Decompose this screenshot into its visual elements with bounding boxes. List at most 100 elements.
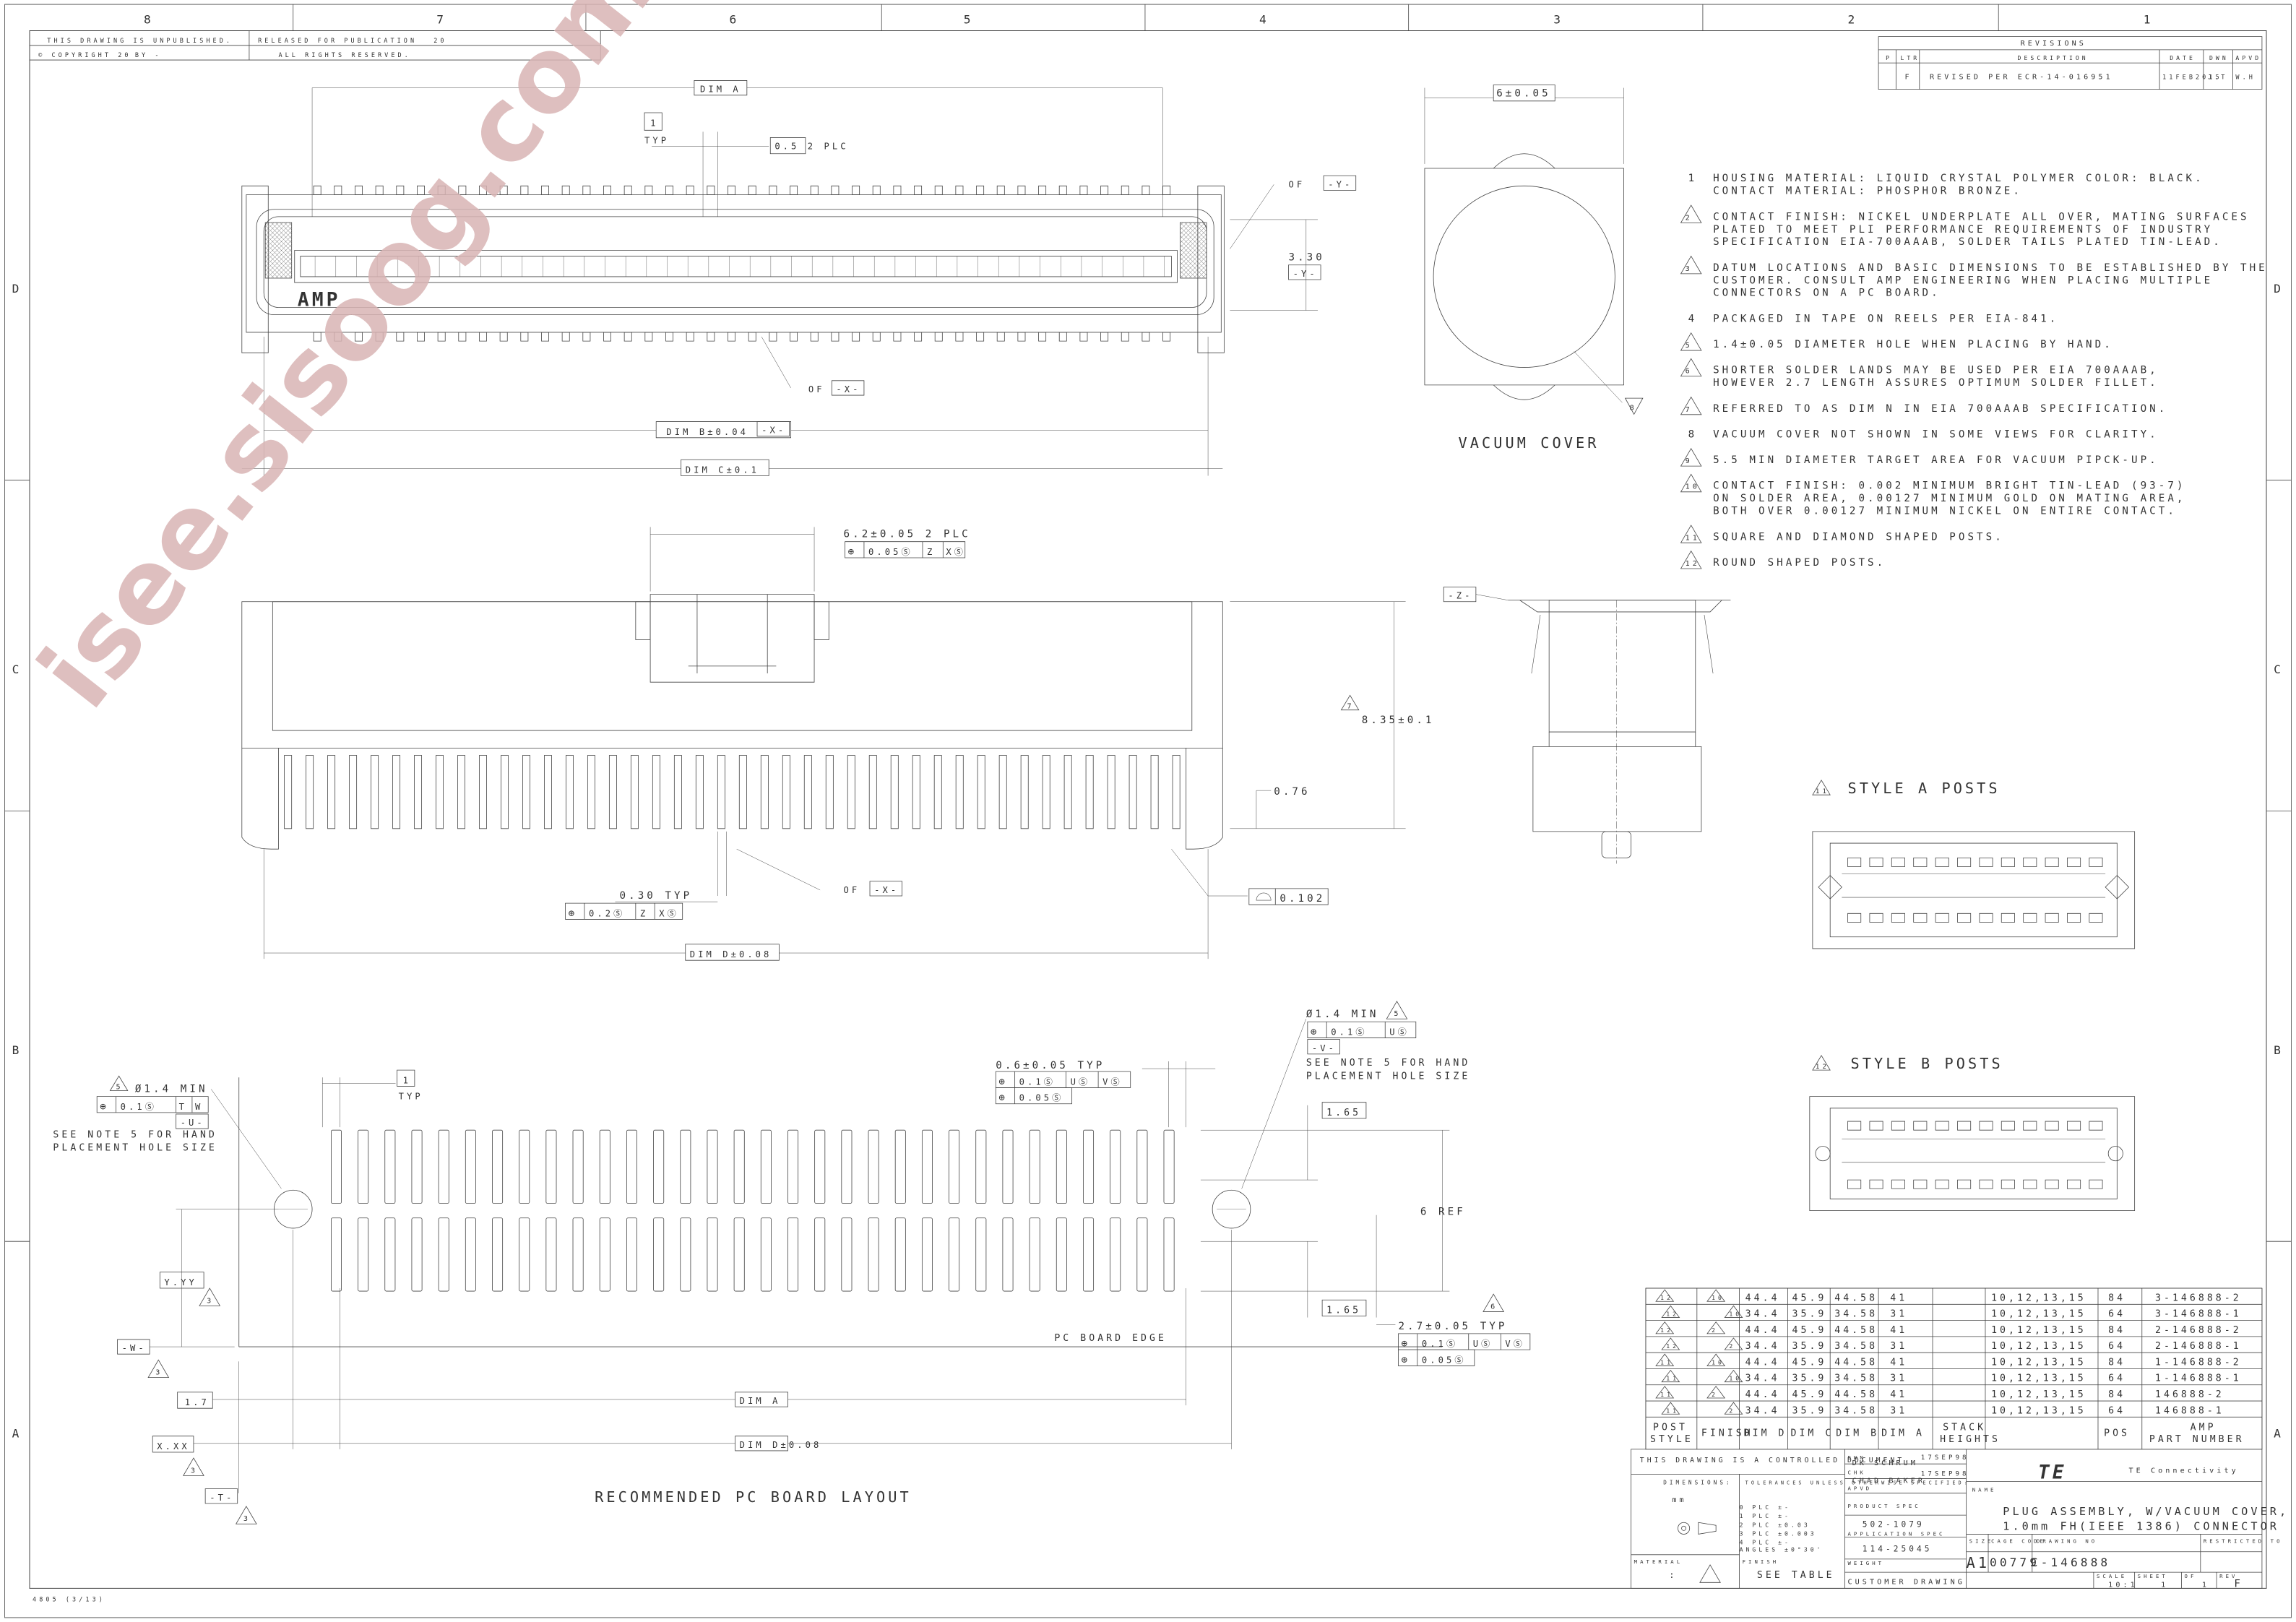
solder-pad [1110, 1130, 1121, 1203]
contact-tab [438, 332, 445, 341]
contact-tab [624, 332, 631, 341]
revisions-block: REVISIONS P LTR DESCRIPTION DATE DWN APV… [1878, 37, 2262, 90]
solder-pad [922, 1130, 932, 1203]
fcf-datum: T [179, 1102, 187, 1112]
finish-num: 2 [1729, 1407, 1735, 1414]
solder-tail [826, 756, 833, 829]
solder-pad [1137, 1130, 1147, 1203]
contact-tab [1142, 186, 1149, 194]
by-text: BY - [135, 52, 162, 59]
pos-cell: 64 [2108, 1405, 2125, 1416]
rev-header: APVD [2235, 54, 2261, 61]
centerline-x-of: OF [808, 384, 825, 394]
material-label: MATERIAL [1634, 1558, 1683, 1565]
fcf-datum: UⓈ [1473, 1339, 1493, 1349]
contact-tab [686, 332, 694, 341]
note-number: 5 [1686, 342, 1693, 350]
contact-tab [728, 332, 735, 341]
note-number: 11 [1686, 534, 1700, 542]
solder-tail [956, 756, 963, 829]
fcf-tol: 0.1Ⓢ [1422, 1339, 1458, 1349]
fcf-symbol: ⊕ [1402, 1338, 1411, 1350]
pcb-edge-label: PC BOARD EDGE [1054, 1333, 1167, 1344]
post-contact [1848, 858, 1861, 866]
solder-pad [976, 1218, 986, 1291]
finish-flag [1725, 1370, 1742, 1381]
zone-label: 6 [730, 12, 740, 26]
post-contact [1870, 1121, 1883, 1130]
fcf-pad-length: ⊕ 0.1Ⓢ UⓈ VⓈ ⊕ 0.05Ⓢ [1398, 1334, 1529, 1366]
fcf-symbol: ⊕ [569, 907, 578, 919]
post-contact [1848, 1121, 1861, 1130]
post-contact [1891, 1121, 1904, 1130]
contact-tab [645, 186, 652, 194]
pos-cell: 84 [2108, 1389, 2125, 1400]
fcf-post-position: ⊕ 0.05Ⓢ Z XⓈ [845, 542, 966, 558]
solder-pad [573, 1130, 583, 1203]
zone-label: D [2274, 282, 2284, 296]
style-a-posts: 11 STYLE A POSTS [1813, 780, 2135, 949]
note-line: SHORTER SOLDER LANDS MAY BE USED PER EIA… [1713, 365, 2159, 376]
year-text: 20 [433, 38, 446, 45]
post-contact [1914, 1180, 1927, 1189]
solder-tail [306, 756, 314, 829]
solder-tail [566, 756, 573, 829]
style-a-flag: 11 [1816, 788, 1829, 795]
note-line: CUSTOMER. CONSULT AMP ENGINEERING WHEN P… [1713, 275, 2213, 286]
fcf-datum: XⓈ [659, 908, 679, 918]
part-number-cell: 146888-2 [2155, 1389, 2224, 1400]
part-number-cell: 2-146888-2 [2155, 1325, 2242, 1336]
post-contact [1848, 913, 1861, 922]
dim-a-cell: 31 [1890, 1373, 1907, 1384]
side-view: -Z- [1443, 587, 1730, 863]
dwn-name: DK SCHRUM [1852, 1459, 1918, 1467]
pos-cell: 64 [2108, 1341, 2125, 1352]
post-contact [1914, 913, 1927, 922]
post-style-num: 12 [1666, 1311, 1679, 1318]
apvd-label: APVD [1848, 1485, 1873, 1492]
pos-cell: 84 [2108, 1293, 2125, 1303]
of-label: OF [2185, 1573, 2197, 1579]
solder-pad [412, 1218, 422, 1291]
post-style-flag [1656, 1354, 1673, 1366]
post-style-num: 12 [1660, 1326, 1673, 1334]
copyright-block: THIS DRAWING IS UNPUBLISHED. © COPYRIGHT… [30, 31, 600, 61]
post-style-num: 11 [1660, 1391, 1673, 1398]
material-value: : [1669, 1570, 1677, 1580]
dim-165-top: 1.65 [1326, 1108, 1361, 1118]
fcf-symbol: ⊕ [1402, 1354, 1411, 1366]
solder-pad [681, 1130, 691, 1203]
contact-tab [1121, 332, 1128, 341]
contact-tab [1101, 332, 1108, 341]
solder-tail [739, 756, 746, 829]
note-flag [1681, 474, 1701, 491]
copyright-text: © COPYRIGHT 20 [38, 52, 131, 59]
post-contact [2089, 1121, 2102, 1130]
contact-tab [541, 332, 548, 341]
post-contact [2045, 1180, 2058, 1189]
vacuum-cover-view: 6±0.05 8 VACUUM COVER [1425, 85, 1643, 452]
contact-tab [769, 186, 777, 194]
post-style-flag [1662, 1370, 1679, 1381]
dim-xxx: X.XX [157, 1441, 189, 1451]
solder-tail [977, 756, 985, 829]
zone-label: 3 [1553, 12, 1563, 26]
note-line: ON SOLDER AREA, 0.00127 MINIMUM GOLD ON … [1713, 493, 2185, 504]
solder-pad [654, 1218, 664, 1291]
solder-tail [1173, 756, 1180, 829]
note-flag [1681, 449, 1701, 466]
note-number: 2 [1686, 214, 1693, 222]
zone-label: A [12, 1427, 22, 1441]
dim-c-cell: 45.9 [1792, 1357, 1827, 1368]
solder-tail [717, 756, 725, 829]
post-style-flag [1656, 1290, 1673, 1301]
solder-tail [782, 756, 790, 829]
dim-c-cell: 45.9 [1792, 1293, 1827, 1303]
rev-label: REV [2219, 1573, 2237, 1579]
contact-tab [417, 332, 424, 341]
solder-tail [934, 756, 941, 829]
dim-a-label: DIM A [700, 85, 741, 95]
contact-tab [603, 186, 610, 194]
contact-tab [541, 186, 548, 194]
